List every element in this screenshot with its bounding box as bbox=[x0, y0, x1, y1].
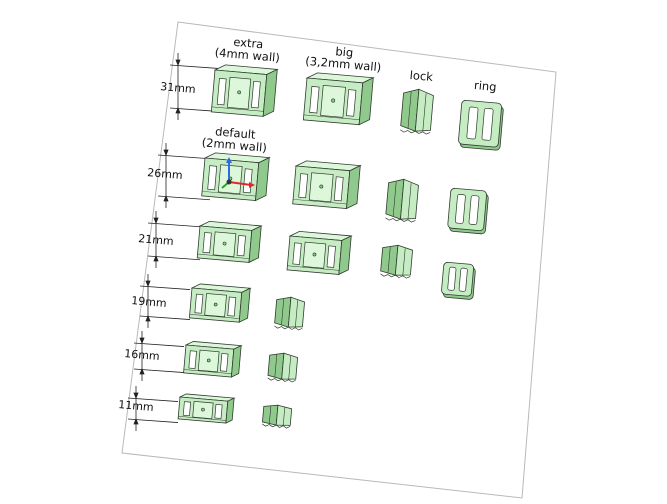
buckle-default-21mm bbox=[196, 220, 263, 264]
dim-26mm bbox=[157, 143, 211, 208]
lock-11mm bbox=[262, 404, 293, 429]
ring-21mm bbox=[441, 261, 476, 300]
parts-group bbox=[177, 64, 504, 429]
buckle-big-26mm bbox=[292, 160, 362, 210]
buckle-default-19mm bbox=[188, 283, 252, 323]
lock-16mm bbox=[267, 352, 299, 383]
lock-21mm bbox=[380, 244, 413, 279]
lock-31mm bbox=[400, 88, 434, 135]
header-big: big(3,2mm wall) bbox=[305, 42, 383, 75]
buckle-default-11mm bbox=[177, 393, 236, 424]
lock-26mm bbox=[385, 178, 419, 223]
buckle-extra-31mm bbox=[210, 64, 279, 118]
ring-26mm bbox=[447, 187, 489, 235]
header-default: default(2mm wall) bbox=[201, 123, 268, 155]
size-label-26mm: 26mm bbox=[147, 166, 183, 182]
axis-triad-icon bbox=[221, 157, 255, 189]
dim-19mm bbox=[139, 274, 191, 328]
header-extra: extra(4mm wall) bbox=[214, 33, 281, 65]
buckle-big-21mm bbox=[286, 230, 353, 276]
size-label-19mm: 19mm bbox=[131, 294, 167, 310]
dim-11mm bbox=[127, 386, 179, 431]
header-lock: lock bbox=[409, 68, 434, 84]
dim-16mm bbox=[133, 331, 185, 381]
buckle-default-16mm bbox=[183, 341, 243, 378]
ring-31mm bbox=[458, 99, 504, 151]
lock-19mm bbox=[274, 296, 306, 331]
dim-21mm bbox=[147, 211, 201, 268]
header-ring: ring bbox=[474, 78, 498, 94]
buckle-default-26mm bbox=[201, 152, 271, 202]
dimension-lines bbox=[127, 53, 221, 431]
buckle-big-31mm bbox=[302, 72, 375, 126]
